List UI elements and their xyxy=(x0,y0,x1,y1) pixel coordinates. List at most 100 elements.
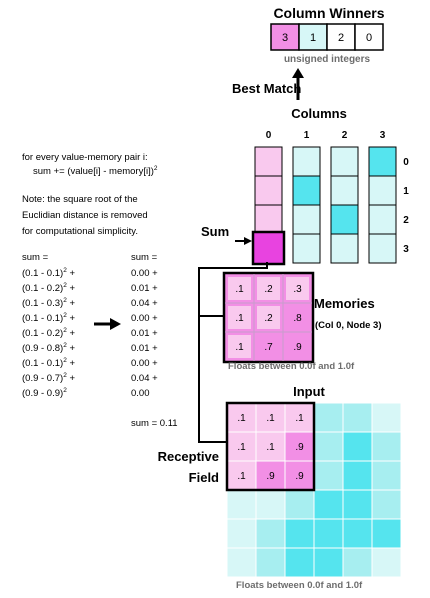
column-cell xyxy=(368,146,397,177)
memory-value: .1 xyxy=(235,284,244,295)
formula-line-1: for every value-memory pair i: xyxy=(22,152,148,163)
column-cell xyxy=(368,204,397,235)
field-value: .1 xyxy=(266,413,275,424)
column-cell xyxy=(330,175,359,206)
memory-value: .3 xyxy=(293,284,302,295)
note-line-1: Note: the square root of the xyxy=(22,194,138,205)
winner-value: 0 xyxy=(366,32,372,44)
column-cell xyxy=(292,233,321,264)
input-cell xyxy=(226,489,257,520)
sum-label: Sum xyxy=(201,224,229,239)
input-cell xyxy=(313,460,344,491)
input-cell xyxy=(371,518,402,549)
input-cell xyxy=(255,489,286,520)
input-cell xyxy=(284,547,315,578)
column-index-label: 1 xyxy=(304,130,310,141)
calc-term-value: 0.00 + xyxy=(131,313,158,324)
sum-arrowhead xyxy=(244,237,252,245)
input-cell xyxy=(226,547,257,578)
calc-result: sum = 0.11 xyxy=(131,418,178,429)
input-cell xyxy=(371,547,402,578)
memory-value: .8 xyxy=(293,313,302,324)
input-cell xyxy=(342,460,373,491)
column-cell xyxy=(330,233,359,264)
field-value: .1 xyxy=(266,442,275,453)
column-cell xyxy=(254,175,283,206)
winner-cell xyxy=(270,23,300,51)
memory-value: .1 xyxy=(235,313,244,324)
memory-cell xyxy=(257,277,280,300)
field-value: .9 xyxy=(295,471,304,482)
node-index-label: 3 xyxy=(403,244,409,255)
input-caption: Floats between 0.0f and 1.0f xyxy=(236,580,363,591)
winner-cell xyxy=(354,23,384,51)
memory-cell xyxy=(257,306,280,329)
receptive-field-label-2: Field xyxy=(189,470,219,485)
calc-term-expr: (0.1 - 0.1)2 + xyxy=(22,267,75,279)
calc-term-value: 0.01 + xyxy=(131,283,158,294)
memories-caption: Floats between 0.0f and 1.0f xyxy=(228,361,355,372)
column-winners-array: 3 1 2 0 xyxy=(270,23,384,51)
input-cell xyxy=(342,518,373,549)
input-cell xyxy=(371,460,402,491)
field-value: .9 xyxy=(295,442,304,453)
column-cell xyxy=(368,175,397,206)
calc-term-value: 0.04 + xyxy=(131,298,158,309)
memories-grid: .1.2.3.1.2.8.1.7.9 xyxy=(222,271,315,364)
node-index-label: 1 xyxy=(403,186,409,197)
column-winners-title: Column Winners xyxy=(273,5,384,21)
memory-cell xyxy=(257,335,280,358)
field-value: .1 xyxy=(237,471,246,482)
input-cell xyxy=(313,431,344,462)
column-index-label: 2 xyxy=(342,130,348,141)
input-cell xyxy=(342,402,373,433)
field-to-sum-connector xyxy=(198,316,226,443)
input-cell xyxy=(284,489,315,520)
winner-value: 3 xyxy=(282,32,288,44)
memory-cell xyxy=(286,306,309,329)
winner-value: 2 xyxy=(338,32,344,44)
column-index-label: 3 xyxy=(380,130,386,141)
selected-node xyxy=(251,230,286,266)
calc-term-value: 0.01 + xyxy=(131,328,158,339)
input-cell xyxy=(255,518,286,549)
calc-left-header: sum = xyxy=(22,252,49,263)
winner-value: 1 xyxy=(310,32,316,44)
input-cell xyxy=(342,489,373,520)
input-cell xyxy=(342,547,373,578)
input-cell xyxy=(313,547,344,578)
memory-value: .1 xyxy=(235,342,244,353)
input-cell xyxy=(342,431,373,462)
memory-value: .2 xyxy=(264,313,273,324)
column-cell xyxy=(292,146,321,177)
calc-term-expr: (0.9 - 0.8)2 + xyxy=(22,342,75,354)
calc-term-expr: (0.1 - 0.1)2 + xyxy=(22,357,75,369)
field-cell xyxy=(284,431,315,462)
note-line-2: Euclidian distance is removed xyxy=(22,210,148,221)
input-cell xyxy=(371,431,402,462)
memory-cell xyxy=(286,335,309,358)
memory-value: .7 xyxy=(264,342,273,353)
input-title: Input xyxy=(293,384,325,399)
winner-cell xyxy=(298,23,328,51)
receptive-field-frame xyxy=(225,401,316,492)
note-line-3: for computational simplicity. xyxy=(22,226,138,237)
column-index-label: 0 xyxy=(266,130,272,141)
input-cell xyxy=(371,489,402,520)
memories-title: Memories xyxy=(314,296,375,311)
calc-term-expr: (0.1 - 0.2)2 + xyxy=(22,327,75,339)
best-match-label: Best Match xyxy=(232,81,301,96)
memory-cell xyxy=(228,335,251,358)
column-winners-caption: unsigned integers xyxy=(284,54,371,65)
calc-term-value: 0.00 xyxy=(131,388,150,399)
memory-cell xyxy=(286,277,309,300)
input-cell xyxy=(313,402,344,433)
memory-value: .9 xyxy=(293,342,302,353)
node-index-label: 0 xyxy=(403,157,409,168)
field-value: .9 xyxy=(266,471,275,482)
column-index-labels: 0 1 2 3 xyxy=(266,130,386,141)
formula-line-2: sum += (value[i] - memory[i])2 xyxy=(33,165,158,177)
calc-term-expr: (0.9 - 0.9)2 xyxy=(22,387,67,399)
column-cell xyxy=(368,233,397,264)
input-cell xyxy=(313,489,344,520)
